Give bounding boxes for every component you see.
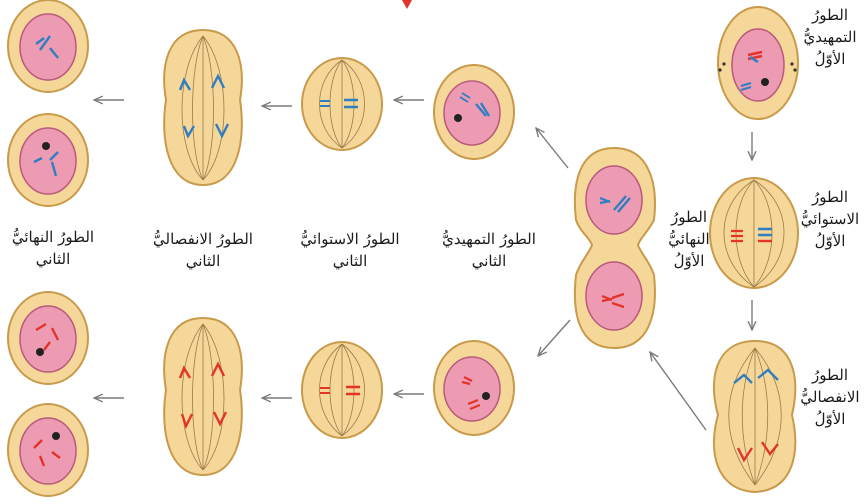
label-prophase2: الطورُ التمهيديُّ الثاني: [430, 228, 548, 272]
telophase2-bottom-b-cell: [8, 404, 88, 496]
label-telophase2-line1: الطورُ النهائيُّ: [2, 226, 104, 248]
label-metaphase2: الطورُ الاستوائيُّ الثاني: [290, 228, 410, 272]
telophase1-cell: [575, 148, 655, 348]
anaphase1-cell: [714, 341, 795, 492]
label-prophase1-line2: التمهيديُّ: [796, 26, 864, 48]
prophase2-top-cell: [434, 65, 514, 159]
label-telophase2-line2: الثاني: [2, 248, 104, 270]
label-telophase1-line3: الأوّلُ: [656, 250, 722, 272]
label-telophase2: الطورُ النهائيُّ الثاني: [2, 226, 104, 270]
label-prophase2-line1: الطورُ التمهيديُّ: [430, 228, 548, 250]
metaphase2-top-cell: [302, 58, 382, 150]
arrow-a1-t1: [650, 352, 706, 430]
label-anaphase1-line2: الانفصاليُّ: [796, 386, 864, 408]
label-metaphase2-line1: الطورُ الاستوائيُّ: [290, 228, 410, 250]
label-telophase1-line2: النهائيُّ: [656, 228, 722, 250]
label-prophase1-line1: الطورُ: [796, 4, 864, 26]
label-prophase1-line3: الأوّلُ: [796, 48, 864, 70]
label-prophase1: الطورُ التمهيديُّ الأوّلُ: [796, 4, 864, 70]
arrow-t1-p2-top: [536, 128, 568, 168]
telophase2-bottom-a-cell: [8, 292, 88, 384]
arrow-t1-p2-bottom: [538, 320, 570, 356]
label-anaphase2: الطورُ الانفصاليُّ الثاني: [136, 228, 270, 272]
label-anaphase2-line1: الطورُ الانفصاليُّ: [136, 228, 270, 250]
label-anaphase1-line1: الطورُ: [796, 364, 864, 386]
anaphase2-top-cell: [164, 30, 242, 185]
telophase2-top-b-cell: [8, 114, 88, 206]
label-metaphase1: الطورُ الاستوائيُّ الأوّلُ: [796, 186, 864, 252]
label-anaphase1: الطورُ الانفصاليُّ الأوّلُ: [796, 364, 864, 430]
metaphase2-bottom-cell: [302, 342, 382, 438]
label-metaphase2-line2: الثاني: [290, 250, 410, 272]
prophase1-cell: [718, 7, 798, 119]
anaphase2-bottom-cell: [164, 318, 242, 475]
label-anaphase2-line2: الثاني: [136, 250, 270, 272]
label-telophase1: الطورُ النهائيُّ الأوّلُ: [656, 206, 722, 272]
top-mark: [402, 0, 412, 9]
label-telophase1-line1: الطورُ: [656, 206, 722, 228]
label-anaphase1-line3: الأوّلُ: [796, 408, 864, 430]
metaphase1-cell: [710, 178, 798, 288]
prophase2-bottom-cell: [434, 341, 514, 435]
label-prophase2-line2: الثاني: [430, 250, 548, 272]
label-metaphase1-line2: الاستوائيُّ: [796, 208, 864, 230]
label-metaphase1-line1: الطورُ: [796, 186, 864, 208]
telophase2-top-a-cell: [8, 0, 88, 92]
label-metaphase1-line3: الأوّلُ: [796, 230, 864, 252]
